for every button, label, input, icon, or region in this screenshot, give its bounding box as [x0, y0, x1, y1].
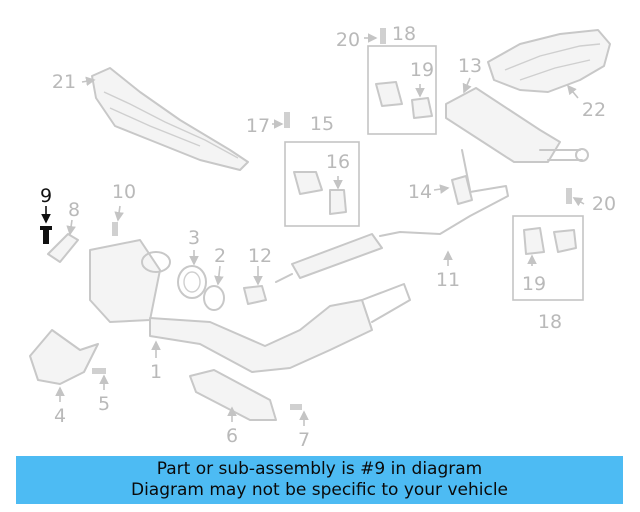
- callout-21: 21: [52, 71, 76, 93]
- leader-13: [462, 77, 472, 94]
- detail-box-15: [284, 141, 360, 227]
- callout-13: 13: [458, 55, 482, 77]
- hanger-19-bottom: [523, 227, 577, 255]
- heat-shield-front: [91, 67, 249, 171]
- callout-11: 11: [436, 269, 460, 291]
- gasket-ring-3: [177, 265, 207, 299]
- callout-18-bottom: 18: [538, 311, 562, 333]
- callout-20-top: 20: [336, 29, 360, 51]
- rear-muffler: [445, 87, 589, 163]
- bracket-4: [29, 329, 99, 385]
- callout-15: 15: [310, 113, 334, 135]
- callout-10: 10: [112, 181, 136, 203]
- leader-10: [114, 205, 124, 222]
- callout-19-bottom: 19: [522, 273, 546, 295]
- bolt-9: [40, 226, 52, 244]
- info-banner: Part or sub-assembly is #9 in diagram Di…: [16, 456, 623, 504]
- bolt-20-right: [566, 188, 572, 204]
- callout-19-top: 19: [410, 59, 434, 81]
- callout-22: 22: [582, 99, 606, 121]
- callout-20-right: 20: [592, 193, 616, 215]
- callout-18-top: 18: [392, 23, 416, 45]
- banner-line-disclaimer: Diagram may not be specific to your vehi…: [130, 480, 508, 500]
- detail-box-18-bottom: [512, 215, 584, 301]
- leader-14: [433, 184, 450, 194]
- callout-2: 2: [214, 245, 226, 267]
- detail-box-18-top: [367, 45, 437, 135]
- leader-2: [214, 265, 224, 286]
- bolt-7: [290, 404, 302, 410]
- callout-7: 7: [298, 429, 310, 451]
- banner-line-part-number: Part or sub-assembly is #9 in diagram: [156, 459, 483, 479]
- callout-5: 5: [98, 393, 110, 415]
- catalytic-converter: [89, 239, 411, 373]
- bolt-10: [112, 222, 118, 236]
- hanger-16: [293, 171, 347, 215]
- callout-12: 12: [248, 245, 272, 267]
- hanger-19-top: [375, 81, 433, 119]
- intermediate-pipe: [275, 149, 509, 283]
- callout-17: 17: [246, 115, 270, 137]
- callout-14: 14: [408, 181, 432, 203]
- leader-22: [566, 84, 579, 99]
- clamp-12: [243, 285, 267, 305]
- lower-shield-6: [189, 369, 277, 421]
- callout-3: 3: [188, 227, 200, 249]
- leader-8: [66, 219, 76, 236]
- leader-21: [81, 76, 96, 87]
- gasket-ring-2: [203, 285, 225, 311]
- bracket-8: [47, 233, 79, 263]
- hanger-14: [451, 175, 473, 205]
- callout-9-highlighted: 9: [40, 185, 52, 207]
- bolt-20-top: [380, 28, 386, 44]
- callout-16: 16: [326, 151, 350, 173]
- callout-8: 8: [68, 199, 80, 221]
- leader-20-right: [572, 197, 585, 207]
- callout-6: 6: [226, 425, 238, 447]
- callout-4: 4: [54, 405, 66, 427]
- callout-1: 1: [150, 361, 162, 383]
- bolt-5: [92, 368, 106, 374]
- bolt-17: [284, 112, 290, 128]
- heat-shield-rear: [487, 29, 611, 93]
